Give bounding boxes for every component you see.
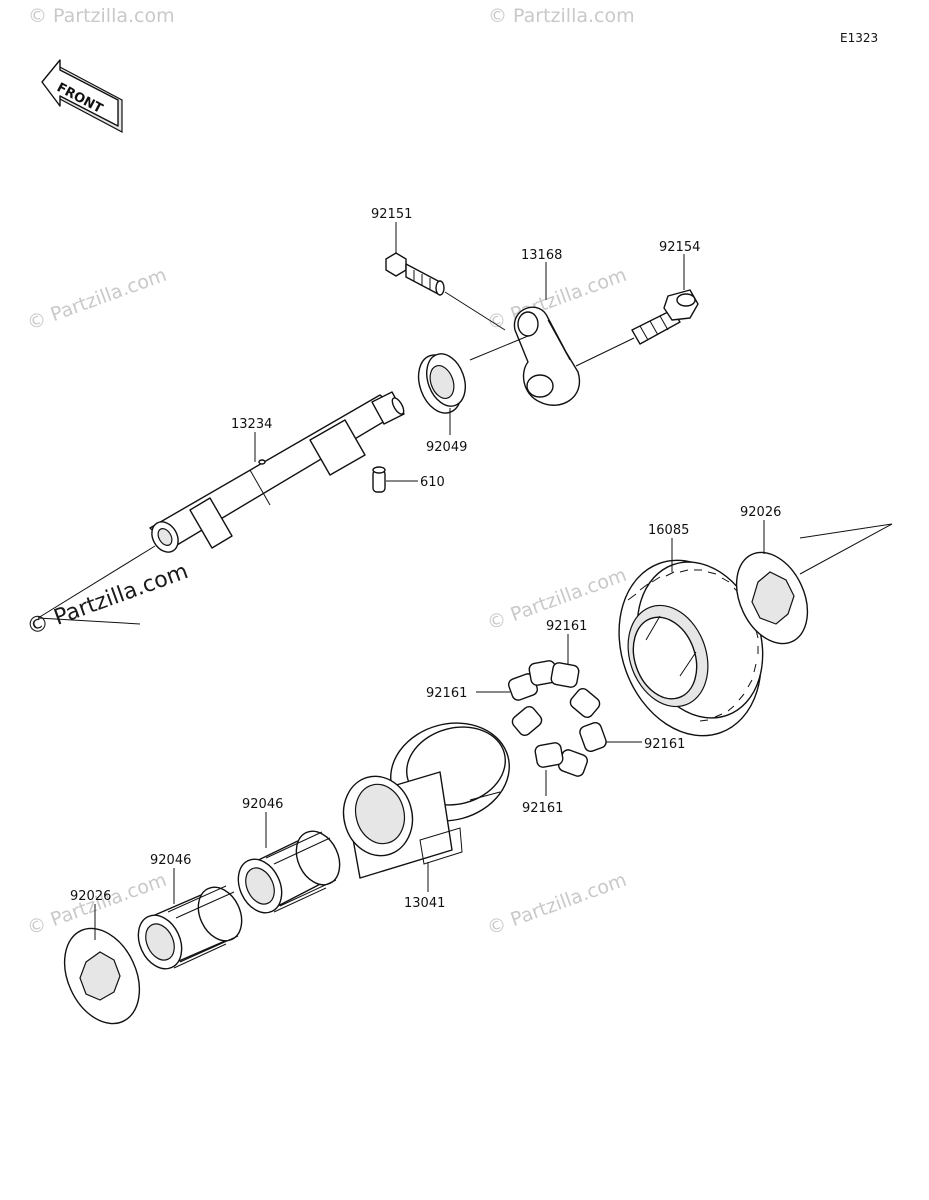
watermark: © Partzilla.com <box>484 264 629 335</box>
diagram-code: E1323 <box>840 31 878 45</box>
axis-line <box>575 337 635 367</box>
callout-16085: 16085 <box>648 523 689 538</box>
callout-92161: 92161 <box>522 801 563 816</box>
bearing-92046-b <box>137 885 243 970</box>
callout-13234: 13234 <box>231 417 272 432</box>
callout-92161: 92161 <box>546 619 587 634</box>
front-arrow-icon: FRONT <box>41 59 123 133</box>
shaft-13234 <box>149 391 405 553</box>
axis-line <box>444 291 506 331</box>
callout-92049: 92049 <box>426 440 467 455</box>
callout-92026-bottom: 92026 <box>70 889 111 904</box>
callout-13168: 13168 <box>521 248 562 263</box>
callout-92154: 92154 <box>659 240 700 255</box>
callout-92046: 92046 <box>242 797 283 812</box>
axis-line <box>37 545 156 619</box>
seal-92049 <box>417 353 466 414</box>
callout-13041: 13041 <box>404 896 445 911</box>
axis-line <box>799 523 893 575</box>
bracket-13168 <box>513 306 581 406</box>
axis-line <box>469 335 529 361</box>
callout-92161: 92161 <box>644 737 685 752</box>
watermark-main: © Partzilla.com <box>24 559 192 641</box>
watermark: © Partzilla.com <box>484 869 629 940</box>
callout-610: 610 <box>420 475 445 490</box>
bolt-92151 <box>385 252 445 296</box>
watermark: © Partzilla.com <box>24 264 169 335</box>
bearing-92046-a <box>237 830 341 914</box>
bolt-92154 <box>631 289 699 345</box>
callout-92161: 92161 <box>426 686 467 701</box>
sprag-92161 <box>508 660 607 777</box>
callout-92046: 92046 <box>150 853 191 868</box>
hub-13041 <box>342 722 510 879</box>
pin-610 <box>372 466 386 493</box>
callout-92026-top: 92026 <box>740 505 781 520</box>
gear-16085 <box>618 559 764 737</box>
washer-92026-bottom <box>63 927 141 1025</box>
callout-92151: 92151 <box>371 207 412 222</box>
watermark: © Partzilla.com <box>488 5 635 27</box>
washer-92026-top <box>735 551 809 645</box>
axis-line <box>799 523 893 539</box>
watermark: © Partzilla.com <box>28 5 175 27</box>
axis-line <box>37 617 141 625</box>
